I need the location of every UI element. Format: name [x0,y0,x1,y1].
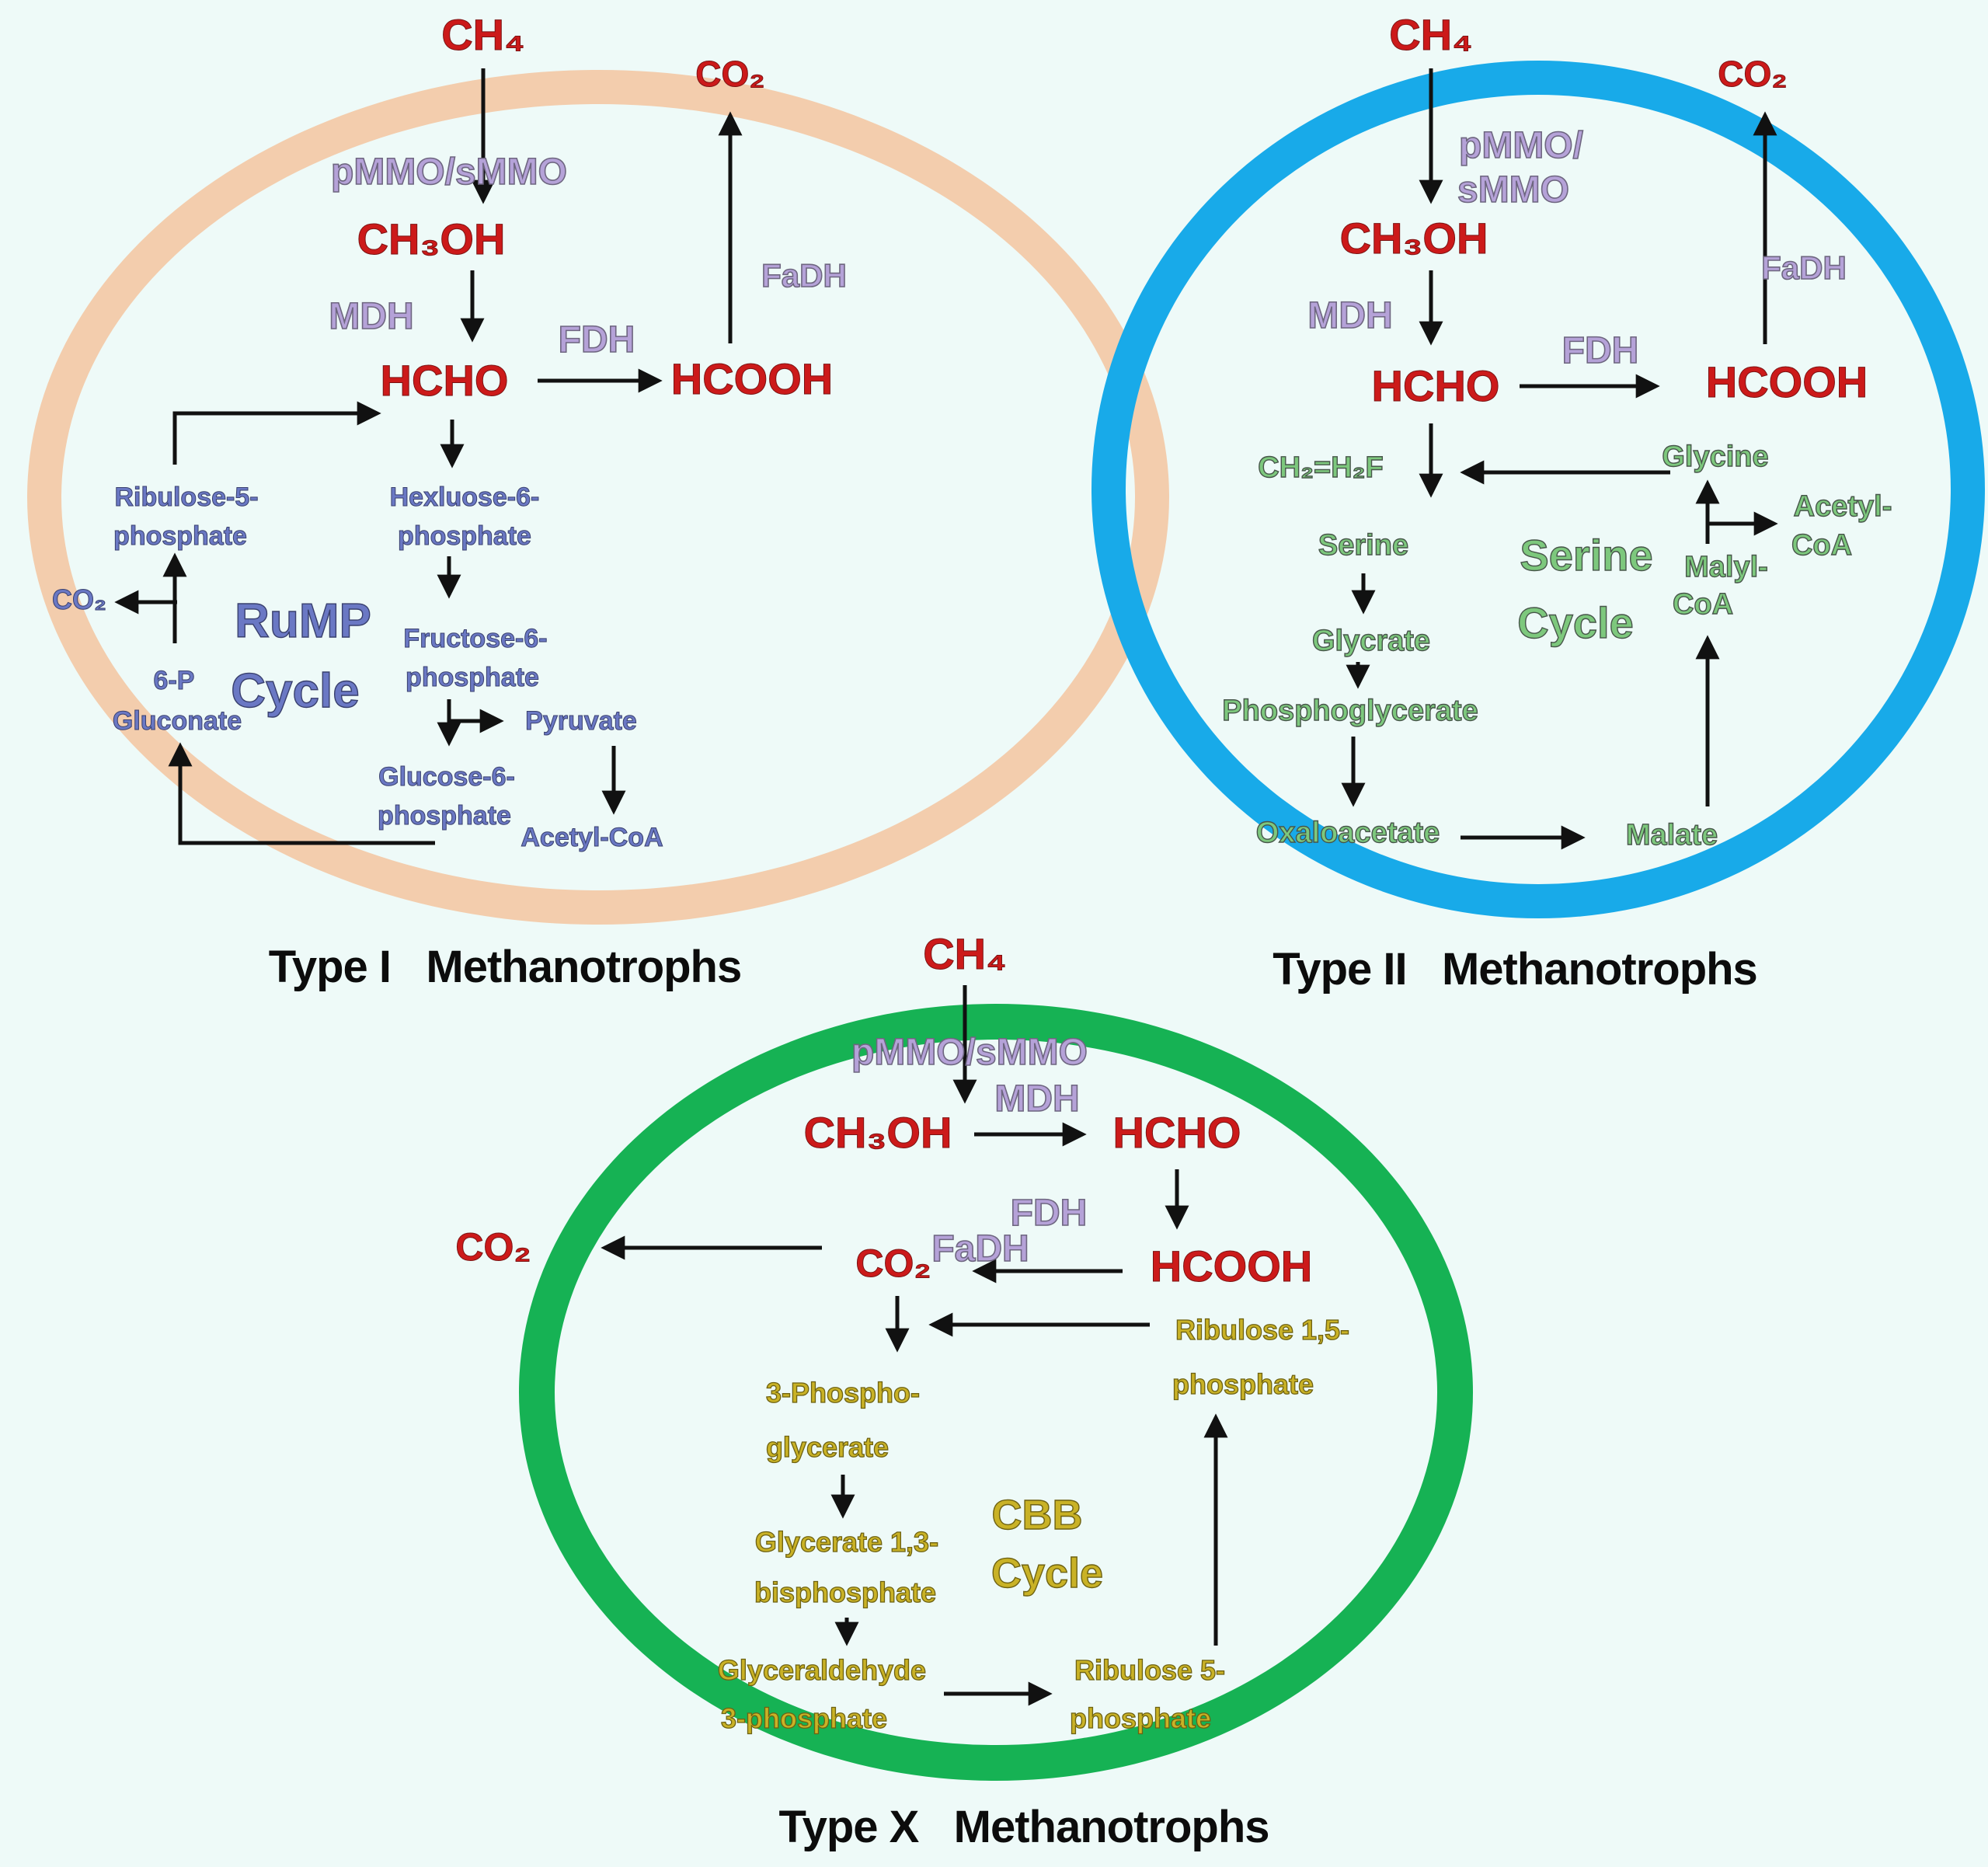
t1-mdh-label: MDH [329,296,415,337]
tx-glyceraldehyde3p-line1: Glyceraldehyde [717,1654,927,1686]
t2-malyl-coa-line2: CoA [1672,588,1734,621]
t1-ch3oh-label: CH₃OH [357,214,506,263]
t1-6p-gluconate-line1: 6-P [153,666,195,695]
tx-co2-outer-label: CO₂ [455,1225,531,1269]
t2-hcooh-label: HCOOH [1705,357,1868,406]
t1-acetyl-coa-label: Acetyl-CoA [521,823,663,852]
t1-fdh-label: FDH [558,319,635,361]
t1-ribulose5p-line2: phosphate [113,521,248,551]
t2-fadh-label: FaDH [1760,249,1847,286]
t1-pmmo-smmo-label: pMMO/sMMO [330,152,568,193]
t1-6p-gluconate-line2: Gluconate [112,706,242,736]
tx-ribulose5p-line1: Ribulose 5- [1074,1654,1226,1686]
t1-glucose6p-line2: phosphate [378,801,512,831]
t2-phosphoglycerate-label: Phosphoglycerate [1222,695,1479,727]
t1-co2-release-label: CO₂ [52,583,107,615]
t1-glucose6p-line1: Glucose-6- [378,762,516,792]
t2-malate-label: Malate [1625,819,1718,852]
t1-hexluose6p-line1: Hexluose-6- [389,482,540,512]
type2-title: Type II Methanotrophs [1273,944,1758,994]
t2-mdh-label: MDH [1307,295,1394,336]
tx-ribulose5p-line2: phosphate [1069,1702,1212,1734]
tx-cbb-cycle-line2: Cycle [991,1550,1104,1597]
typex-title: Type X Methanotrophs [778,1802,1269,1852]
t2-malyl-coa-line1: Malyl- [1683,551,1768,583]
t2-serine-cycle-line1: Serine [1520,531,1654,580]
tx-3phosphoglycerate-line2: glycerate [765,1431,890,1463]
t1-arrow-glucose-gluconate [168,742,435,845]
t2-ch3oh-label: CH₃OH [1339,214,1488,263]
t2-serine-cycle-line2: Cycle [1517,598,1635,647]
t2-ch2h2f-label: CH₂=H₂F [1258,451,1384,484]
tx-3phosphoglycerate-line1: 3-Phospho- [765,1377,920,1409]
tx-fdh-label: FDH [1010,1193,1088,1234]
tx-cbb-cycle-line1: CBB [991,1492,1083,1538]
tx-glycerate13-line2: bisphosphate [754,1576,937,1608]
tx-glycerate13-line1: Glycerate 1,3- [754,1526,939,1558]
t2-pmmo-line2: sMMO [1457,169,1570,211]
t2-ch4-label: CH₄ [1389,10,1474,59]
t2-serine-label: Serine [1318,529,1409,562]
t1-fadh-label: FaDH [761,257,847,294]
tx-fadh-label: FaDH [931,1228,1030,1270]
type1-title: Type I Methanotrophs [268,942,742,992]
t1-ribulose5p-line1: Ribulose-5- [114,482,259,512]
t2-glycrate-label: Glycrate [1311,625,1431,657]
tx-glyceraldehyde3p-line2: 3-phosphate [720,1702,888,1734]
t2-fdh-label: FDH [1562,330,1639,371]
t2-co2-label: CO₂ [1718,54,1788,94]
t2-oxaloacetate-label: Oxaloacetate [1255,817,1440,849]
tx-mdh-label: MDH [994,1078,1081,1120]
tx-ch4-label: CH₄ [923,929,1008,978]
tx-hcooh-label: HCOOH [1150,1242,1313,1291]
tx-co2-inner-label: CO₂ [855,1242,931,1285]
t1-fructose6p-line2: phosphate [406,663,540,692]
t1-fructose6p-line1: Fructose-6- [403,624,548,653]
t1-hcho-label: HCHO [380,356,509,405]
t1-arrow-ribulose-fixation [172,401,381,465]
tx-ribulose15p-line2: phosphate [1172,1368,1314,1400]
t1-rump-cycle-line2: Cycle [231,664,360,718]
t1-hcooh-label: HCOOH [670,354,834,403]
t2-acetyl-coa-line2: CoA [1791,529,1853,562]
t2-pmmo-line1: pMMO/ [1458,125,1584,166]
tx-pmmo-smmo-label: pMMO/sMMO [851,1032,1088,1073]
t1-rump-cycle-line1: RuMP [234,594,371,648]
t1-hexluose6p-line2: phosphate [398,521,532,551]
t1-co2-label: CO₂ [695,54,765,94]
t2-acetyl-coa-line1: Acetyl- [1793,490,1892,523]
t1-pyruvate-label: Pyruvate [525,706,638,736]
t2-hcho-label: HCHO [1371,361,1500,410]
t1-ch4-label: CH₄ [441,10,526,59]
t2-glycine-label: Glycine [1662,441,1770,473]
tx-ribulose15p-line1: Ribulose 1,5- [1175,1314,1350,1346]
tx-ch3oh-label: CH₃OH [803,1108,952,1157]
tx-hcho-label: HCHO [1112,1108,1241,1157]
